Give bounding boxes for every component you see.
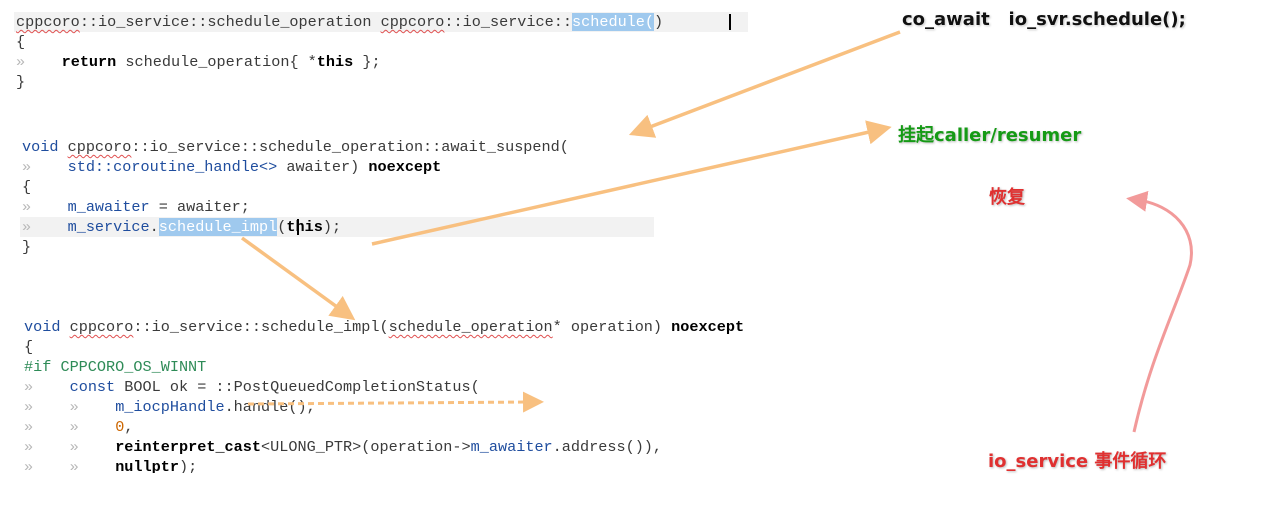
- code-line[interactable]: {: [24, 338, 34, 356]
- code-line[interactable]: » std::coroutine_handle<> awaiter) noexc…: [22, 158, 442, 176]
- text-selection: schedule_impl: [158, 218, 278, 236]
- code-line[interactable]: » » nullptr);: [24, 458, 198, 473]
- code-line[interactable]: » return schedule_operation{ *this };: [16, 53, 381, 71]
- code-line[interactable]: void cppcoro::io_service::schedule_impl(…: [24, 318, 745, 336]
- code-line[interactable]: cppcoro::io_service::schedule_operation …: [16, 13, 664, 31]
- arrow-event-loop-to-resume: [1126, 190, 1193, 433]
- code-line[interactable]: {: [16, 33, 26, 51]
- code-line[interactable]: » » m_iocpHandle.handle(),: [24, 398, 316, 416]
- annotation-event-loop: io_service 事件循环: [988, 451, 1167, 472]
- annotation-suspend: 挂起caller/resumer: [898, 125, 1082, 146]
- arrow-co-await-to-await-suspend: [628, 30, 901, 138]
- code-line[interactable]: » » 0,: [24, 418, 134, 436]
- code-line[interactable]: » » reinterpret_cast<ULONG_PTR>(operatio…: [24, 438, 663, 456]
- annotation-co-await: co_await io_svr.schedule();: [902, 9, 1186, 30]
- code-line[interactable]: void cppcoro::io_service::schedule_opera…: [22, 138, 569, 156]
- text-caret: [297, 219, 299, 235]
- code-line[interactable]: » m_awaiter = awaiter;: [22, 198, 250, 216]
- code-line[interactable]: }: [22, 238, 32, 256]
- text-selection: schedule(: [572, 13, 655, 31]
- arrow-schedule-impl-to-definition: [240, 236, 356, 321]
- annotation-resume: 恢复: [989, 187, 1025, 208]
- code-line[interactable]: }: [16, 73, 26, 91]
- code-line[interactable]: » m_service.schedule_impl(this);: [22, 218, 342, 236]
- code-line[interactable]: {: [22, 178, 32, 196]
- current-line-highlight: [14, 12, 748, 32]
- code-line[interactable]: » const BOOL ok = ::PostQueuedCompletion…: [24, 378, 480, 396]
- text-caret: [729, 14, 731, 30]
- code-line[interactable]: #if CPPCORO_OS_WINNT: [24, 358, 207, 376]
